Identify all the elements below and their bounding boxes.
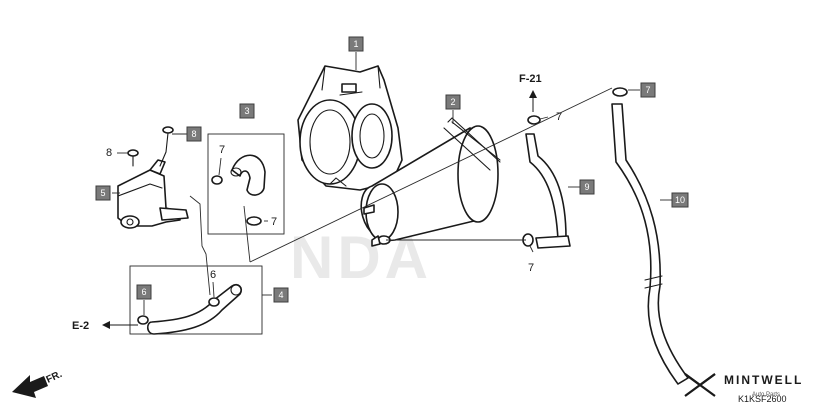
svg-text:9: 9 [584, 182, 589, 192]
label-1: 1 [348, 36, 364, 52]
bolt-part-8-lower [127, 149, 139, 167]
label-8: 8 [186, 126, 202, 142]
reference-f21-label: F-21 [519, 73, 542, 85]
label-2: 2 [445, 94, 461, 110]
clamps-part-7 [137, 87, 628, 325]
solenoid-valve-part-5 [117, 159, 189, 229]
front-label: FR. [45, 369, 64, 386]
callout-7-f21: 7 [556, 111, 562, 123]
drawing-code: K1KSF2600 [738, 394, 787, 404]
reference-e2: E-2 [72, 320, 138, 332]
label-5: 5 [95, 185, 111, 201]
mintwell-logo-icon [684, 373, 716, 397]
callout-6: 6 [210, 269, 216, 281]
box-group-4 [129, 265, 263, 335]
label-10: 10 [671, 192, 689, 208]
front-direction: FR. [12, 369, 64, 398]
label-9: 9 [579, 179, 595, 195]
box-group-3 [207, 133, 285, 235]
svg-text:6: 6 [141, 287, 146, 297]
mintwell-branding: MINTWELL Auto Parts [684, 373, 803, 398]
group-boxes [129, 133, 285, 335]
callout-8: 8 [106, 147, 112, 159]
label-6: 6 [136, 284, 152, 300]
svg-text:7: 7 [645, 85, 650, 95]
bolt-part-8-upper [159, 126, 174, 167]
svg-text:4: 4 [278, 290, 283, 300]
hose-part-4 [146, 283, 243, 335]
brand-name: MINTWELL [724, 373, 803, 387]
canister-part-2 [360, 117, 501, 247]
svg-text:5: 5 [100, 188, 105, 198]
svg-text:8: 8 [191, 129, 196, 139]
leader-lines [112, 52, 672, 315]
svg-text:2: 2 [450, 97, 455, 107]
callout-7-bottom: 7 [271, 216, 277, 228]
svg-text:3: 3 [244, 106, 249, 116]
front-arrow-icon [12, 375, 48, 398]
reference-e2-label: E-2 [72, 320, 89, 332]
brand-sub: Auto Parts [752, 392, 780, 398]
label-3: 3 [239, 103, 255, 119]
tube-part-3 [230, 154, 266, 196]
callout-7-canister: 7 [528, 262, 534, 274]
svg-text:1: 1 [353, 39, 358, 49]
reference-f21: F-21 [519, 73, 542, 112]
label-4: 4 [273, 287, 289, 303]
hose-part-9 [525, 133, 571, 249]
canister-bracket-part-1 [297, 65, 403, 191]
svg-text:10: 10 [675, 195, 685, 205]
hose-part-10 [611, 103, 689, 385]
label-7: 7 [640, 82, 656, 98]
callout-7-top: 7 [219, 144, 225, 156]
